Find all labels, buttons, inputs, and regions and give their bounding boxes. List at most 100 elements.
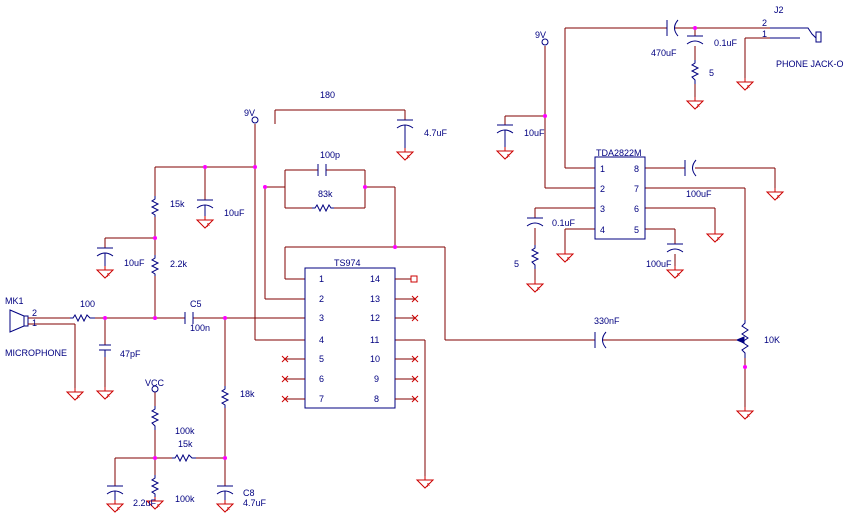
label-r100k-top: 100k [175, 426, 195, 436]
label-c10uf-right: 10uF [524, 128, 545, 138]
svg-text:12: 12 [370, 313, 380, 323]
svg-text:2: 2 [600, 184, 605, 194]
label-c100uf-out: 100uF [686, 189, 712, 199]
capacitor-0u1-top [686, 35, 704, 45]
capacitor-4u7-top [396, 119, 414, 148]
svg-text:F: F [507, 154, 510, 160]
svg-text:3: 3 [319, 313, 324, 323]
svg-text:F: F [777, 195, 780, 201]
resistor-15k-bottom [172, 453, 196, 463]
ic-ts974-body [304, 267, 396, 409]
resistors [70, 60, 749, 497]
microphone-icon [9, 309, 40, 333]
ground-icon: F [105, 500, 125, 513]
ground-icon: F [65, 388, 85, 401]
svg-text:F: F [427, 483, 430, 489]
capacitor-330nf [594, 331, 607, 349]
label-j2: J2 [774, 5, 784, 15]
svg-text:F: F [157, 504, 160, 510]
label-c0u1-left: 0.1uF [552, 218, 576, 228]
capacitor-10uf-mid [196, 199, 214, 216]
svg-text:F: F [107, 273, 110, 279]
svg-text:13: 13 [370, 294, 380, 304]
label-c4u7-top: 4.7uF [424, 128, 448, 138]
label-phone-jack: PHONE JACK-O [776, 59, 844, 69]
wires-poweramp [504, 27, 776, 407]
capacitor-470uf [666, 19, 679, 37]
capacitor-c8 [216, 485, 234, 500]
svg-text:F: F [207, 223, 210, 229]
svg-text:5: 5 [634, 225, 639, 235]
terminal-9v-left [251, 116, 259, 124]
phone-jack-icon [770, 27, 822, 43]
svg-text:6: 6 [634, 204, 639, 214]
label-c8-val: 4.7uF [243, 498, 267, 508]
label-r18k: 18k [240, 389, 255, 399]
label-tda2822m: TDA2822M [596, 148, 642, 158]
resistor-83k [312, 203, 334, 213]
label-c5-val: 100n [190, 323, 210, 333]
svg-text:F: F [697, 104, 700, 110]
ts974-pin-numbers: 1 2 3 4 5 6 7 14 13 12 11 10 9 8 [319, 274, 380, 404]
pot-wiper-arrow [736, 336, 745, 344]
ground-icon: F [495, 147, 515, 160]
ground-icon: F [145, 497, 165, 510]
resistor-100 [70, 313, 95, 323]
ground-icon: F [735, 407, 755, 420]
resistor-100k-bottom [150, 475, 160, 497]
power-terminals [151, 38, 549, 393]
resistor-15k-top [150, 196, 160, 217]
label-c0u1-top: 0.1uF [714, 38, 738, 48]
ground-icon: F [95, 266, 115, 279]
svg-text:3: 3 [600, 204, 605, 214]
label-r100k-bottom: 100k [175, 494, 195, 504]
svg-text:8: 8 [634, 164, 639, 174]
svg-text:F: F [677, 273, 680, 279]
svg-text:1: 1 [600, 164, 605, 174]
ic-tda2822m-body [594, 156, 646, 240]
ground-icon: F [665, 266, 685, 279]
label-mk1-pin1: 1 [32, 318, 37, 328]
ground-icon: F [215, 500, 235, 513]
svg-text:4: 4 [319, 335, 324, 345]
text-labels: 9V 180 4.7uF 100p 83k 15k 10uF 10uF 2.2k… [5, 5, 844, 508]
label-c470uf: 470uF [651, 48, 677, 58]
ground-icon: F [685, 97, 705, 110]
svg-text:9: 9 [374, 374, 379, 384]
label-9v-right: 9V [535, 30, 546, 40]
label-c10uf-left: 10uF [124, 258, 145, 268]
svg-text:F: F [117, 507, 120, 513]
label-microphone: MICROPHONE [5, 348, 67, 358]
label-c2u2: 2.2uF [133, 498, 157, 508]
ground-icon: F [735, 78, 755, 91]
svg-text:5: 5 [319, 354, 324, 364]
capacitor-100p [317, 164, 327, 176]
capacitor-10uf-left [96, 247, 114, 266]
svg-text:F: F [107, 394, 110, 400]
label-c47pf: 47pF [120, 349, 141, 359]
ground-icon: F [555, 250, 575, 263]
label-r5-top: 5 [709, 68, 714, 78]
svg-text:7: 7 [634, 184, 639, 194]
label-9v-left: 9V [244, 108, 255, 118]
ground-icon: F [395, 148, 415, 161]
label-c100uf-bottom: 100uF [646, 259, 672, 269]
svg-text:1: 1 [319, 274, 324, 284]
svg-text:8: 8 [374, 394, 379, 404]
svg-text:F: F [407, 155, 410, 161]
ground-icon: F [195, 216, 215, 229]
svg-text:F: F [747, 414, 750, 420]
svg-text:F: F [747, 85, 750, 91]
label-mk1: MK1 [5, 296, 24, 306]
capacitor-2u2 [106, 485, 124, 500]
label-r83k: 83k [318, 189, 333, 199]
label-j2-pin2: 2 [762, 18, 767, 28]
label-r5-left: 5 [514, 259, 519, 269]
svg-text:10: 10 [370, 354, 380, 364]
ground-icon: F [415, 476, 435, 489]
label-r2k2: 2.2k [170, 259, 188, 269]
wires-preamp [40, 109, 737, 486]
ground-icon: F [525, 280, 545, 293]
